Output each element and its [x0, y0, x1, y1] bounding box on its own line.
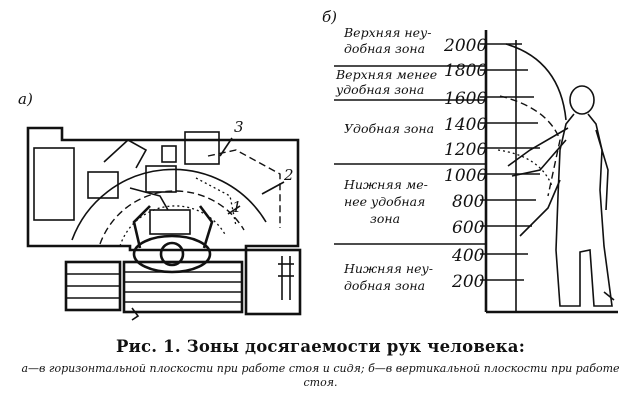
zone-lower-inconvenient-line1: Нижняя неу- — [343, 261, 433, 276]
scale-200: 200 — [451, 272, 485, 292]
callout-2: 2 — [283, 166, 294, 184]
callout-1-leader — [227, 205, 241, 215]
scale-1400: 1400 — [444, 115, 487, 135]
zone-upper-inconvenient-line2: добная зона — [344, 41, 425, 56]
scale-1000: 1000 — [444, 166, 487, 186]
zone-upper-less-convenient-line1: Верхняя менее — [335, 67, 437, 82]
scale-1800: 1800 — [444, 61, 487, 81]
figure-caption-title: Рис. 1. Зоны досягаемости рук человека: — [116, 337, 525, 356]
panel-a-label: а) — [18, 90, 33, 108]
zone-lower-inconvenient-line2: добная зона — [344, 278, 425, 293]
fixture-left — [87, 171, 119, 199]
zone-lower-less-convenient-line3: зона — [370, 211, 400, 226]
callout-3: 3 — [234, 118, 244, 136]
rack-shelves — [502, 40, 540, 312]
scale-labels: 2000 1800 1600 1400 1200 1000 800 600 40… — [443, 36, 487, 292]
workpiece — [149, 209, 191, 235]
reach-envelope-upper — [505, 43, 567, 121]
floor-hatch-mark — [603, 291, 615, 301]
scale-1600: 1600 — [444, 89, 487, 109]
side-cabinet — [244, 248, 302, 316]
zone-upper-less-convenient-line2: удобная зона — [335, 82, 424, 97]
callout-3-leader — [219, 137, 233, 157]
pedal-mark — [131, 307, 140, 321]
zone-boundaries — [334, 65, 486, 245]
zone-lower-less-convenient-line2: нее удобная — [344, 194, 425, 209]
reach-arc-normal — [99, 190, 245, 245]
scale-600: 600 — [452, 218, 485, 238]
floor-grate-right — [122, 260, 244, 314]
zone-upper-inconvenient-line1: Верхняя неу- — [343, 25, 432, 40]
panel-a-plan-view: а) 3 2 1 — [18, 90, 302, 321]
zone-lower-less-convenient-line1: Нижняя ме- — [343, 177, 428, 192]
panel-b-side-view: б) 2000 1800 1600 1400 — [322, 8, 618, 314]
operator-top-view — [132, 205, 214, 274]
callout-1: 1 — [232, 198, 242, 216]
reach-envelope-mid — [499, 95, 561, 197]
callout-2-leader — [261, 181, 285, 195]
zone-convenient: Удобная зона — [344, 121, 434, 136]
scale-800: 800 — [452, 192, 485, 212]
human-figure — [507, 85, 613, 307]
reach-envelope-low — [497, 149, 553, 187]
reach-envelope-bottom — [519, 179, 561, 237]
zone-labels: Верхняя неу- добная зона Верхняя менее у… — [335, 25, 437, 293]
reach-arc-comfort — [119, 205, 227, 247]
lever-linkage — [103, 139, 148, 169]
scale-ticks — [480, 43, 502, 281]
arm-link — [129, 187, 169, 211]
small-block — [161, 145, 177, 163]
control-box — [184, 131, 220, 165]
scale-1200: 1200 — [444, 140, 487, 160]
scale-2000: 2000 — [443, 36, 487, 56]
scale-400: 400 — [451, 246, 485, 266]
floor-grate-left — [64, 260, 122, 312]
figure-caption-body: а—в горизонтальной плоскости при работе … — [21, 362, 620, 389]
machine-outline — [26, 126, 300, 252]
machine-head — [33, 147, 75, 221]
panel-b-label: б) — [322, 8, 337, 26]
reach-arc-max — [71, 168, 267, 241]
